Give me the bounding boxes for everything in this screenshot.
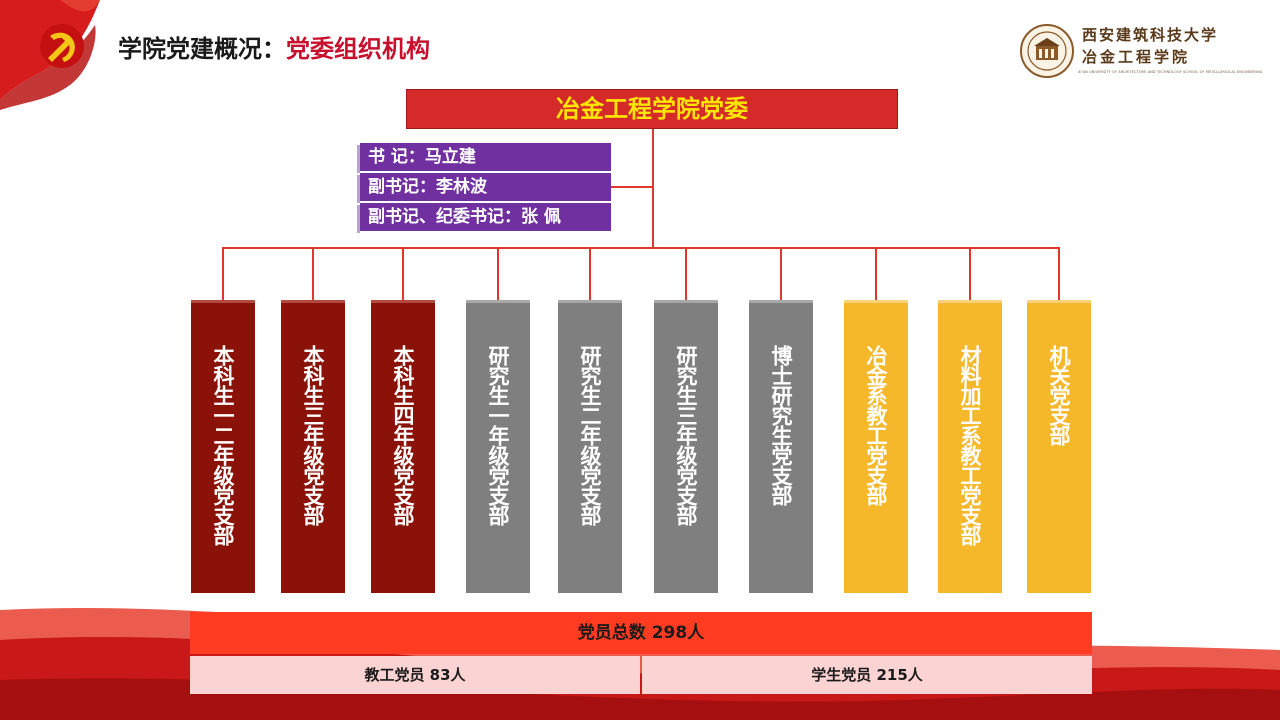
branch-metallurgy-faculty: 冶金系教工党支部 — [844, 300, 908, 593]
branch-drop-connector — [402, 247, 404, 300]
logo-english-name: XI'AN UNIVERSITY OF ARCHITECTURE AND TEC… — [1078, 70, 1263, 74]
branch-undergrad-year1-2: 本科生一二年级党支部 — [191, 300, 255, 593]
branch-undergrad-year4: 本科生四年级党支部 — [371, 300, 435, 593]
branch-drop-connector — [312, 247, 314, 300]
secretary-box: 书 记：马立建 — [357, 143, 611, 173]
branch-grad-year2: 研究生二年级党支部 — [558, 300, 622, 593]
branch-label: 博士研究生党支部 — [769, 345, 793, 505]
university-logo: 西安建筑科技大学 冶金工程学院 XI'AN UNIVERSITY OF ARCH… — [1014, 18, 1263, 84]
deputy-secretary-discipline-box: 副书记、纪委书记：张 佩 — [357, 203, 611, 233]
branch-materials-faculty: 材料加工系教工党支部 — [938, 300, 1002, 593]
deputy-secretary-box: 副书记：李林波 — [357, 173, 611, 203]
branch-label: 冶金系教工党支部 — [864, 345, 888, 505]
branch-label: 本科生一二年级党支部 — [211, 345, 235, 545]
title-highlight: 党委组织机构 — [286, 35, 430, 63]
university-seal-icon — [1020, 24, 1074, 78]
party-committee-box: 冶金工程学院党委 — [406, 89, 898, 129]
branch-drop-connector — [969, 247, 971, 300]
party-flag-icon — [0, 0, 100, 110]
connector-committee-trunk — [652, 129, 654, 247]
branch-label: 材料加工系教工党支部 — [958, 345, 982, 545]
branch-drop-connector — [875, 247, 877, 300]
branch-administration: 机关党支部 — [1027, 300, 1091, 593]
university-name: 西安建筑科技大学 — [1082, 26, 1219, 44]
branch-label: 研究生三年级党支部 — [674, 345, 698, 525]
page-title: 学院党建概况：党委组织机构 — [118, 32, 430, 66]
branch-grad-year1: 研究生一年级党支部 — [466, 300, 530, 593]
branch-drop-connector — [685, 247, 687, 300]
branch-grad-year3: 研究生三年级党支部 — [654, 300, 718, 593]
branch-drop-connector — [497, 247, 499, 300]
connector-horizontal-bus — [222, 247, 1058, 249]
branch-undergrad-year3: 本科生三年级党支部 — [281, 300, 345, 593]
branch-label: 本科生三年级党支部 — [301, 345, 325, 525]
title-prefix: 学院党建概况： — [118, 35, 286, 63]
school-name: 冶金工程学院 — [1082, 48, 1191, 66]
branch-label: 本科生四年级党支部 — [391, 345, 415, 525]
faculty-members-count: 教工党员 83人 — [190, 656, 640, 694]
branch-drop-connector — [222, 247, 224, 300]
branch-label: 机关党支部 — [1047, 345, 1071, 445]
branch-drop-connector — [1058, 247, 1060, 300]
branch-label: 研究生二年级党支部 — [578, 345, 602, 525]
branch-drop-connector — [780, 247, 782, 300]
branch-doctoral: 博士研究生党支部 — [749, 300, 813, 593]
branch-drop-connector — [589, 247, 591, 300]
student-members-count: 学生党员 215人 — [642, 656, 1092, 694]
connector-officers — [611, 186, 653, 188]
total-members-bar: 党员总数 298人 — [190, 612, 1092, 654]
branch-label: 研究生一年级党支部 — [486, 345, 510, 525]
